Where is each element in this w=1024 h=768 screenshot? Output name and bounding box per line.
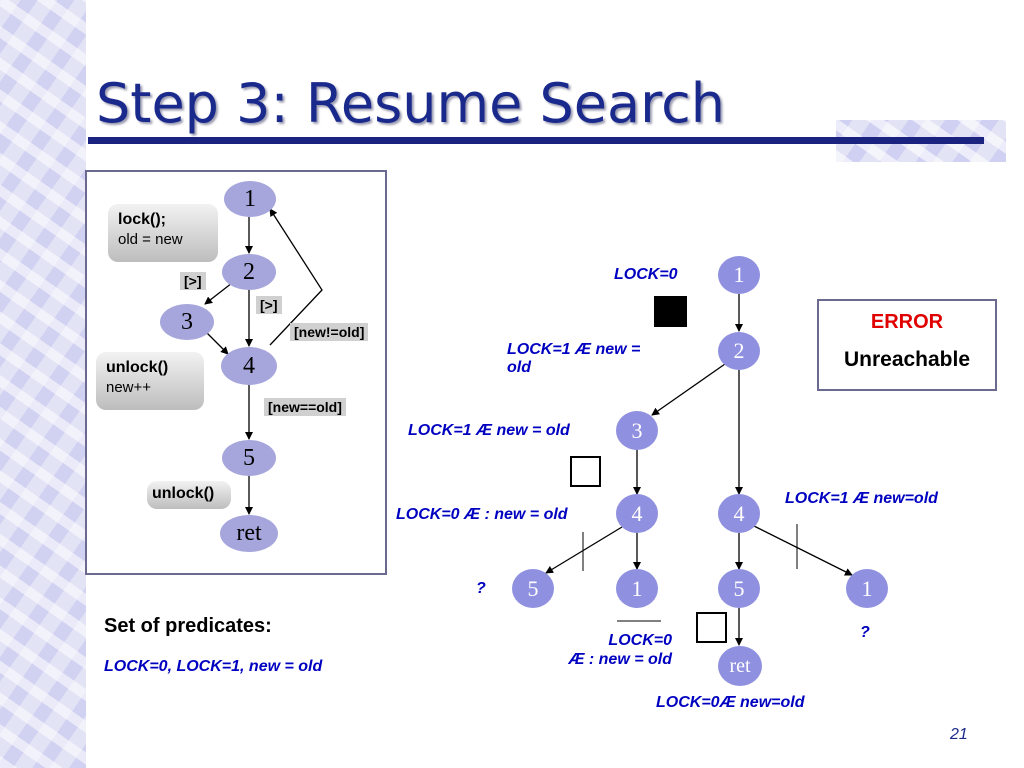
error-panel: ERROR Unreachable — [817, 299, 997, 391]
label-lock0-covered-line2: Æ : new = old — [568, 651, 672, 668]
error-label: ERROR — [870, 311, 944, 333]
label-lock1-node4-right: LOCK=1 Æ new=old — [785, 490, 938, 507]
cfg-node-4: 4 — [221, 347, 277, 385]
label-unknown-right: ? — [860, 624, 870, 641]
tree-edge-4a-5a — [545, 526, 623, 574]
guard-new-eq-old: [new==old] — [264, 398, 346, 416]
callout-lock-line1: lock(); — [118, 211, 166, 228]
tree-node-1-left: 1 — [616, 569, 658, 608]
callout-lock: lock(); old = new — [108, 204, 218, 262]
predicates-list: LOCK=0, LOCK=1, new = old — [104, 658, 323, 675]
predicates-heading: Set of predicates: — [104, 615, 272, 637]
callout-unlock-new: unlock() new++ — [96, 352, 204, 410]
tree-edge-2-3 — [651, 363, 726, 416]
cfg-node-1: 1 — [224, 181, 276, 217]
label-lock0-covered: LOCK=0 Æ : new = old — [542, 631, 672, 669]
label-lock0-covered-line1: LOCK=0 — [608, 632, 672, 649]
label-lock0-ret: LOCK=0Æ new=old — [656, 694, 805, 711]
slide-title: Step 3: Resume Search — [96, 72, 726, 135]
guard-branch-1: [>] — [180, 272, 206, 290]
callout-unlock-new-line2: new++ — [106, 379, 152, 396]
label-lock1-node3: LOCK=1 Æ new = old — [408, 422, 570, 439]
label-lock1-node2-line1: LOCK=1 Æ new = — [507, 341, 641, 358]
tree-node-5-left: 5 — [512, 569, 554, 608]
tree-node-ret: ret — [718, 646, 762, 686]
cfg-node-5: 5 — [222, 440, 276, 476]
label-lock0-root: LOCK=0 — [614, 266, 678, 283]
tree-node-3: 3 — [616, 411, 658, 450]
cfg-node-3: 3 — [160, 304, 214, 340]
title-underline — [88, 137, 984, 144]
cfg-edge-4-1 — [269, 208, 323, 346]
tree-node-5-right: 5 — [718, 569, 760, 608]
decorative-side-band — [0, 0, 86, 768]
tree-node-2: 2 — [718, 332, 760, 370]
empty-square-marker-2 — [696, 612, 727, 643]
tree-node-4-right: 4 — [718, 494, 760, 533]
empty-square-marker-1 — [570, 456, 601, 487]
callout-unlock-new-line1: unlock() — [106, 359, 169, 376]
label-unknown-left: ? — [476, 580, 486, 597]
tree-node-1-right: 1 — [846, 569, 888, 608]
cfg-node-ret: ret — [220, 515, 278, 552]
tree-node-1: 1 — [718, 256, 760, 294]
callout-lock-line2: old = new — [118, 231, 183, 248]
tree-node-4-left: 4 — [616, 494, 658, 533]
guard-branch-2: [>] — [256, 296, 282, 314]
tree-edge-4b-1b — [753, 525, 853, 576]
filled-square-marker — [654, 296, 687, 327]
label-lock0-node4: LOCK=0 Æ : new = old — [396, 506, 568, 523]
cfg-edge-3-4 — [205, 331, 229, 355]
label-lock1-node2-line2: old — [507, 359, 531, 376]
callout-unlock: unlock() — [147, 481, 231, 509]
cfg-edge-2-3 — [204, 282, 233, 305]
unreachable-label: Unreachable — [843, 348, 971, 371]
page-number: 21 — [950, 726, 968, 743]
guard-new-neq-old: [new!=old] — [290, 323, 369, 341]
cfg-node-2: 2 — [222, 254, 276, 290]
label-lock1-node2: LOCK=1 Æ new = old — [507, 341, 640, 377]
